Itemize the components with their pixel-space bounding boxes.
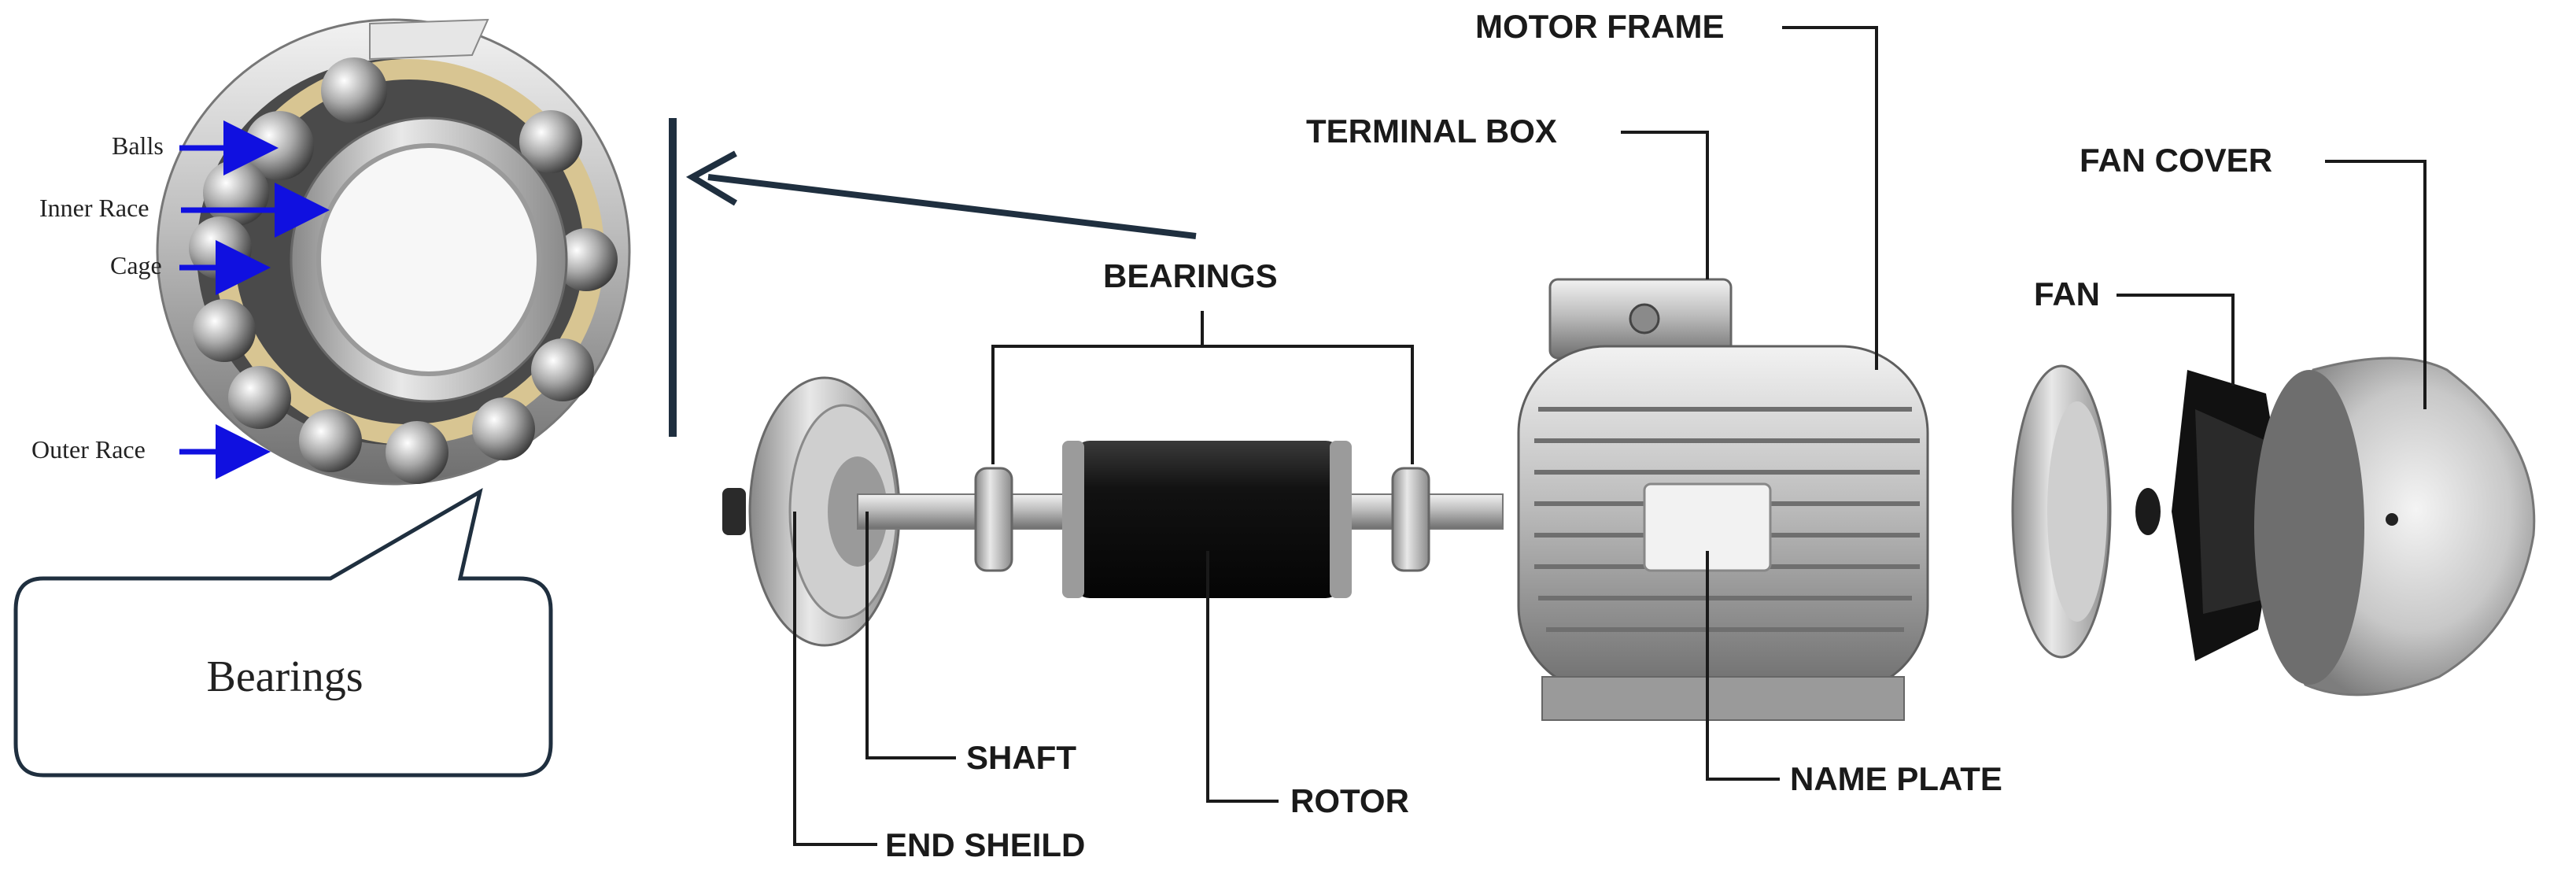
bearing-illustration — [156, 18, 631, 486]
rotor-label: ROTOR — [1290, 782, 1409, 819]
name-plate-label: NAME PLATE — [1790, 760, 2002, 797]
inset-pointer — [669, 118, 1197, 437]
bearings-label: BEARINGS — [1103, 257, 1278, 294]
shaft-label: SHAFT — [966, 739, 1076, 776]
fan-cover-label: FAN COVER — [2080, 142, 2272, 179]
cage-label: Cage — [110, 251, 162, 279]
motor-frame-label: MOTOR FRAME — [1475, 8, 1725, 45]
bearings-callout-text: Bearings — [206, 652, 363, 701]
outer-race-label: Outer Race — [31, 435, 146, 464]
balls-label: Balls — [112, 131, 164, 160]
inner-race-label: Inner Race — [39, 194, 149, 222]
leader-lines — [793, 26, 2427, 846]
fan-cover-part — [2254, 357, 2536, 696]
end-shield-label: END SHEILD — [885, 826, 1085, 863]
rotor-part — [1062, 441, 1352, 598]
shaft-bearing-left — [974, 467, 1013, 572]
shaft-bearing-right — [1391, 467, 1430, 572]
bearings-callout — [13, 487, 553, 778]
bearing-inset: Balls Inner Race Cage Outer Race Bearing… — [13, 18, 631, 778]
terminal-box-label: TERMINAL BOX — [1306, 113, 1557, 150]
fan-part — [2172, 370, 2282, 661]
motor-frame-part — [1517, 278, 1929, 721]
fan-label: FAN — [2034, 275, 2100, 312]
rear-shield-part — [2011, 364, 2161, 659]
